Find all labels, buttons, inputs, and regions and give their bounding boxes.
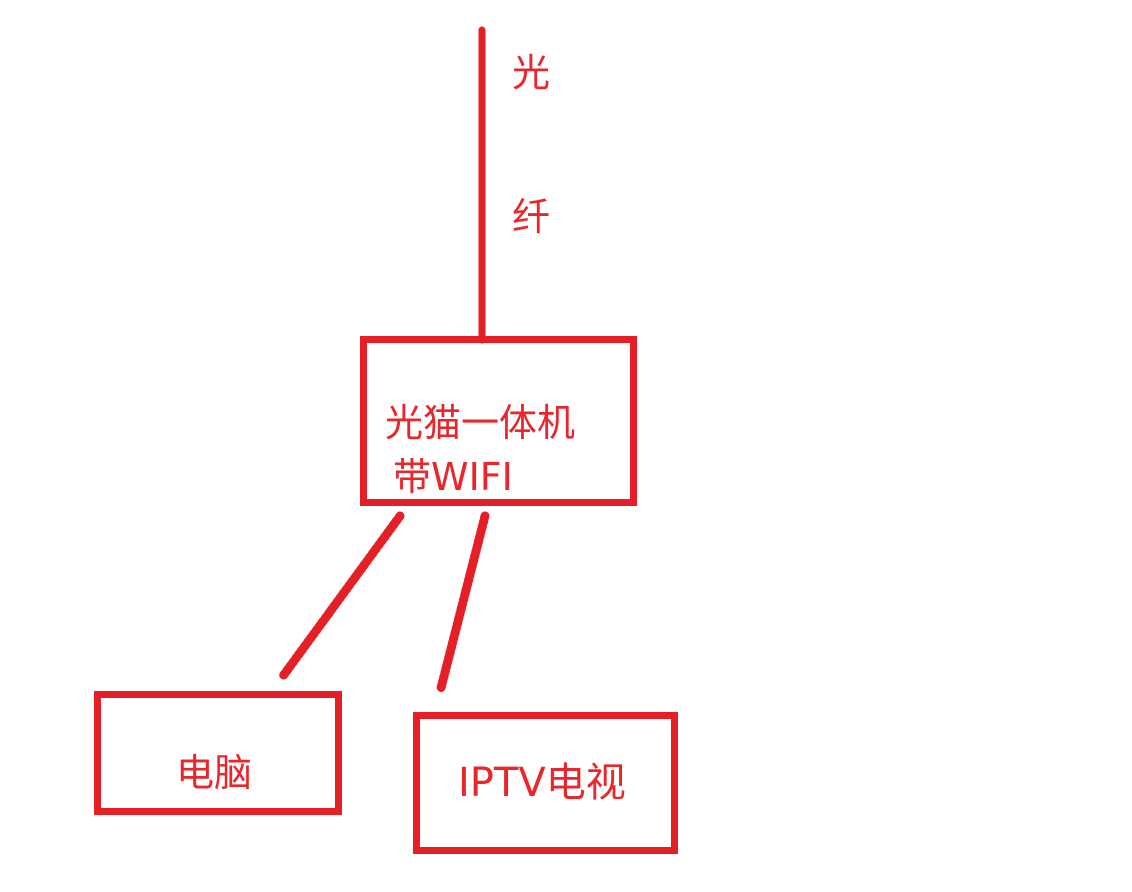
modem-router-box xyxy=(360,336,637,506)
link-modem-computer xyxy=(278,511,405,681)
iptv-box xyxy=(413,712,678,854)
fiber-label-top: 光 xyxy=(512,51,551,95)
computer-box xyxy=(94,691,342,815)
iptv-label: IPTV电视 xyxy=(458,760,626,806)
modem-label-line1: 光猫一体机 xyxy=(385,401,576,445)
fiber-label-bottom: 纤 xyxy=(512,195,551,239)
computer-label: 电脑 xyxy=(176,751,253,795)
modem-label-line2: 带WIFI xyxy=(393,455,513,499)
link-modem-iptv xyxy=(436,511,490,693)
